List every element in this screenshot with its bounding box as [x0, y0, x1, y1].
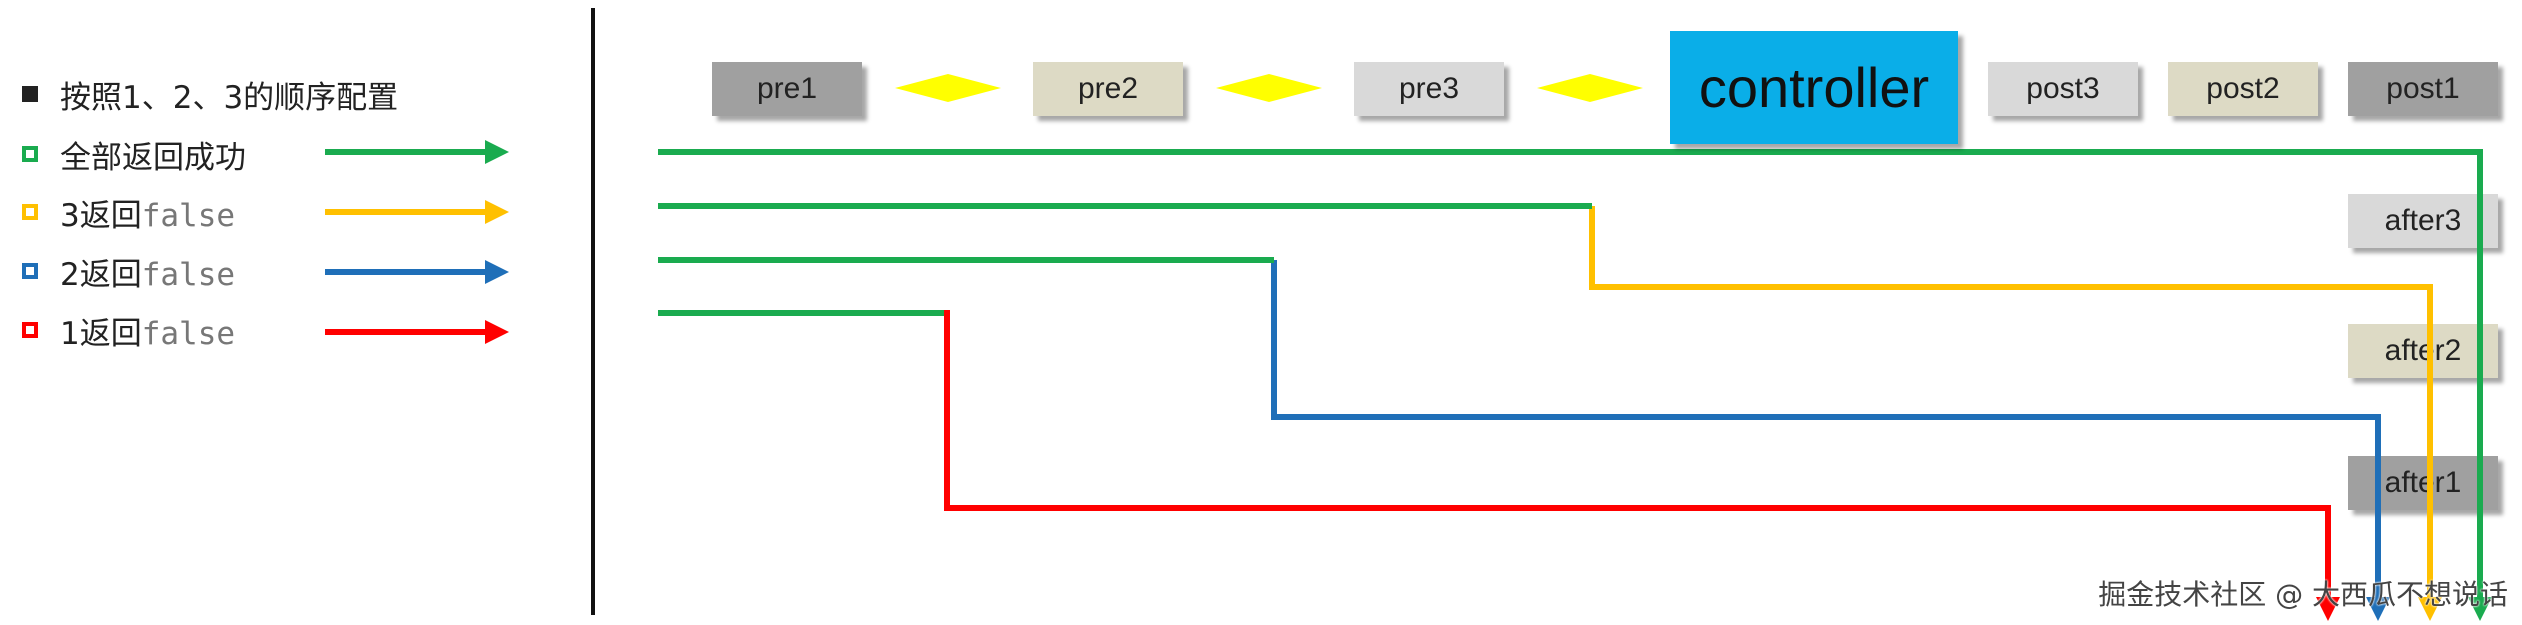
hollow-square-icon: [22, 204, 38, 220]
legend-item-all-success: 全部返回成功: [22, 134, 246, 176]
node-post3: post3: [1988, 62, 2138, 116]
legend-label: 按照1、2、3的顺序配置: [60, 79, 399, 116]
legend-label: 2返回false: [60, 256, 236, 293]
node-pre1: pre1: [712, 62, 862, 116]
node-controller: controller: [1670, 31, 1958, 144]
legend-label: 3返回false: [60, 197, 236, 234]
diamond-connector: [1216, 74, 1322, 102]
legend-item-1-false: 1返回false: [22, 310, 236, 352]
node-pre2: pre2: [1033, 62, 1183, 116]
legend-label: 全部返回成功: [60, 139, 246, 176]
legend: 按照1、2、3的顺序配置 全部返回成功 3返回false 2返回false 1返…: [0, 0, 600, 625]
node-after3: after3: [2348, 194, 2498, 248]
hollow-square-icon: [22, 263, 38, 279]
hollow-square-icon: [22, 146, 38, 162]
diamond-connector: [1537, 74, 1643, 102]
diamond-connector: [895, 74, 1001, 102]
node-post1: post1: [2348, 62, 2498, 116]
node-post2: post2: [2168, 62, 2318, 116]
watermark: 掘金技术社区 @ 大西瓜不想说话: [2098, 578, 2508, 611]
legend-item-2-false: 2返回false: [22, 251, 236, 293]
legend-item-order: 按照1、2、3的顺序配置: [22, 74, 399, 116]
vertical-divider: [591, 8, 595, 615]
filled-square-icon: [22, 86, 38, 102]
legend-label: 1返回false: [60, 315, 236, 352]
node-after1: after1: [2348, 456, 2498, 510]
node-pre3: pre3: [1354, 62, 1504, 116]
legend-item-3-false: 3返回false: [22, 192, 236, 234]
hollow-square-icon: [22, 322, 38, 338]
node-after2: after2: [2348, 324, 2498, 378]
